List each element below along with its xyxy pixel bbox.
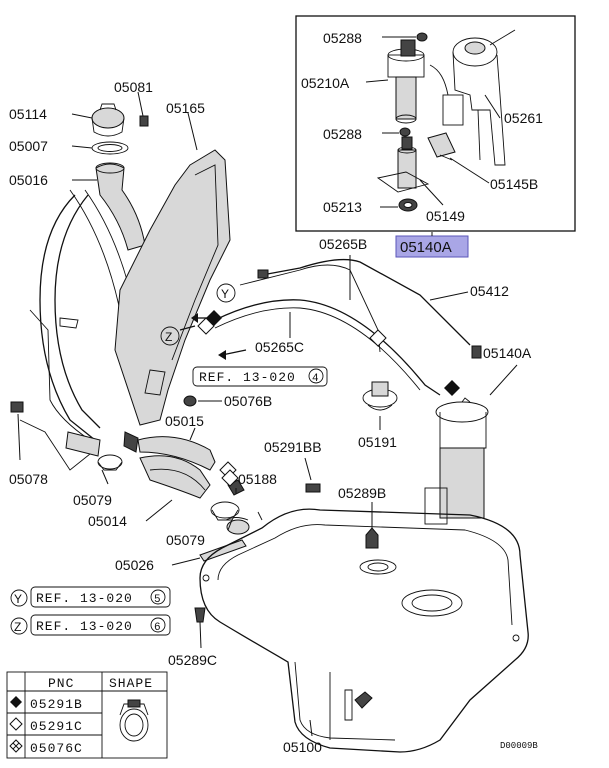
- label-05165: 05165: [166, 100, 205, 116]
- tank-port-small: [359, 559, 397, 575]
- part-05291bb: [305, 483, 321, 493]
- label-05265b: 05265B: [319, 236, 367, 252]
- label-05289b: 05289B: [338, 485, 386, 501]
- arrow-z: Z: [160, 317, 215, 346]
- filter-05213: [398, 198, 418, 212]
- label-05288-top: 05288: [323, 30, 362, 46]
- diamond-filled-icon: [10, 696, 22, 708]
- label-05081: 05081: [114, 79, 153, 95]
- highlighted-part-05140a[interactable]: 05140A: [395, 235, 469, 258]
- label-05026: 05026: [115, 557, 154, 573]
- lower-hoses: [10, 401, 250, 562]
- ref-z-box[interactable]: Z REF. 13-020 6: [10, 614, 171, 636]
- marker-z-text: Z: [165, 330, 172, 344]
- fuel-gauge-05261: [442, 29, 516, 166]
- plug-05289c: [194, 607, 206, 623]
- ref-z-marker: Z: [14, 620, 21, 634]
- strap-05026: [199, 539, 247, 562]
- label-05114: 05114: [9, 106, 47, 122]
- ref-y-box[interactable]: Y REF. 13-020 5: [10, 586, 171, 608]
- label-05412: 05412: [470, 283, 509, 299]
- screw-05081: [139, 115, 149, 127]
- ref-main-text[interactable]: REF. 13-020: [199, 370, 296, 385]
- clamp-05079b: [210, 501, 240, 519]
- label-05140a-highlight[interactable]: 05140A: [400, 239, 452, 256]
- pipe-end: [65, 431, 101, 457]
- fuel-tank-05100: [199, 508, 529, 753]
- filler-neck-05016: [95, 163, 146, 251]
- label-05188: 05188: [238, 471, 277, 487]
- label-05191: 05191: [358, 434, 397, 450]
- label-05140a: 05140A: [483, 345, 532, 361]
- label-05289c: 05289C: [168, 652, 217, 668]
- label-05145b: 05145B: [490, 176, 538, 192]
- label-05014: 05014: [88, 513, 127, 529]
- clamp-shape-icon: [119, 699, 149, 742]
- heat-shield-05165: [59, 149, 231, 426]
- ref-main-num: 4: [312, 373, 320, 385]
- pump-module-inset: 05288 05210A 05261 05288 05145B 05213 05…: [295, 15, 576, 232]
- clip-05078: [10, 401, 24, 413]
- plug-05289b: [365, 527, 379, 549]
- label-05210a: 05210A: [301, 75, 350, 91]
- vapor-lines: [214, 258, 482, 396]
- ref-y-num: 5: [154, 594, 162, 606]
- label-05291bb: 05291BB: [264, 439, 322, 455]
- legend-row-1: 05291B: [30, 697, 83, 712]
- o-ring-05288-mid: [399, 127, 411, 137]
- ref-z-num: 6: [154, 622, 162, 634]
- label-05100: 05100: [283, 739, 322, 755]
- ref-y-marker: Y: [14, 592, 22, 606]
- drawing-code: D00009B: [500, 741, 538, 751]
- legend-table: PNC SHAPE 05291B 05291C 05076C: [6, 671, 168, 759]
- label-05079-b: 05079: [166, 532, 205, 548]
- sender-05145b: [427, 132, 456, 161]
- fuel-pump-05210a: [387, 39, 449, 124]
- label-05261: 05261: [504, 110, 543, 126]
- legend-row-3: 05076C: [30, 741, 83, 756]
- label-05016: 05016: [9, 172, 48, 188]
- fuel-cap-05114: [91, 107, 125, 129]
- marker-y-text: Y: [221, 287, 229, 301]
- diamond-outline-icon: [9, 717, 23, 731]
- label-05015: 05015: [165, 413, 204, 429]
- filler-hose-tubes: [29, 189, 145, 441]
- label-05079-a: 05079: [73, 492, 112, 508]
- o-ring-05288-top: [416, 32, 428, 42]
- label-05149: 05149: [426, 208, 465, 224]
- line-05265c: [214, 299, 441, 396]
- ref-13-020-4[interactable]: REF. 13-020 4: [192, 366, 328, 387]
- ref-z-text[interactable]: REF. 13-020: [36, 619, 133, 634]
- hose-05014: [139, 455, 211, 499]
- tank-port-large: [401, 589, 463, 617]
- label-05076b: 05076B: [224, 393, 272, 409]
- legend-header-shape: SHAPE: [109, 676, 153, 691]
- label-05007: 05007: [9, 138, 48, 154]
- grommet-05076b: [183, 395, 197, 407]
- valve-05191: [362, 381, 398, 411]
- label-05213: 05213: [323, 199, 362, 215]
- line-05412: [261, 258, 471, 346]
- legend-row-2: 05291C: [30, 719, 83, 734]
- inset-frame: [295, 15, 576, 232]
- fuel-pump-05149: [376, 136, 430, 193]
- hose-05015: [137, 436, 216, 471]
- pump-assembly-05140a: [424, 380, 489, 525]
- ref-y-text[interactable]: REF. 13-020: [36, 591, 133, 606]
- legend-header-pnc: PNC: [48, 676, 74, 691]
- label-05265c: 05265C: [255, 339, 304, 355]
- filler-cap-assembly: [91, 103, 149, 251]
- label-05288-mid: 05288: [323, 126, 362, 142]
- gasket-05007: [91, 141, 129, 155]
- label-05078: 05078: [9, 471, 48, 487]
